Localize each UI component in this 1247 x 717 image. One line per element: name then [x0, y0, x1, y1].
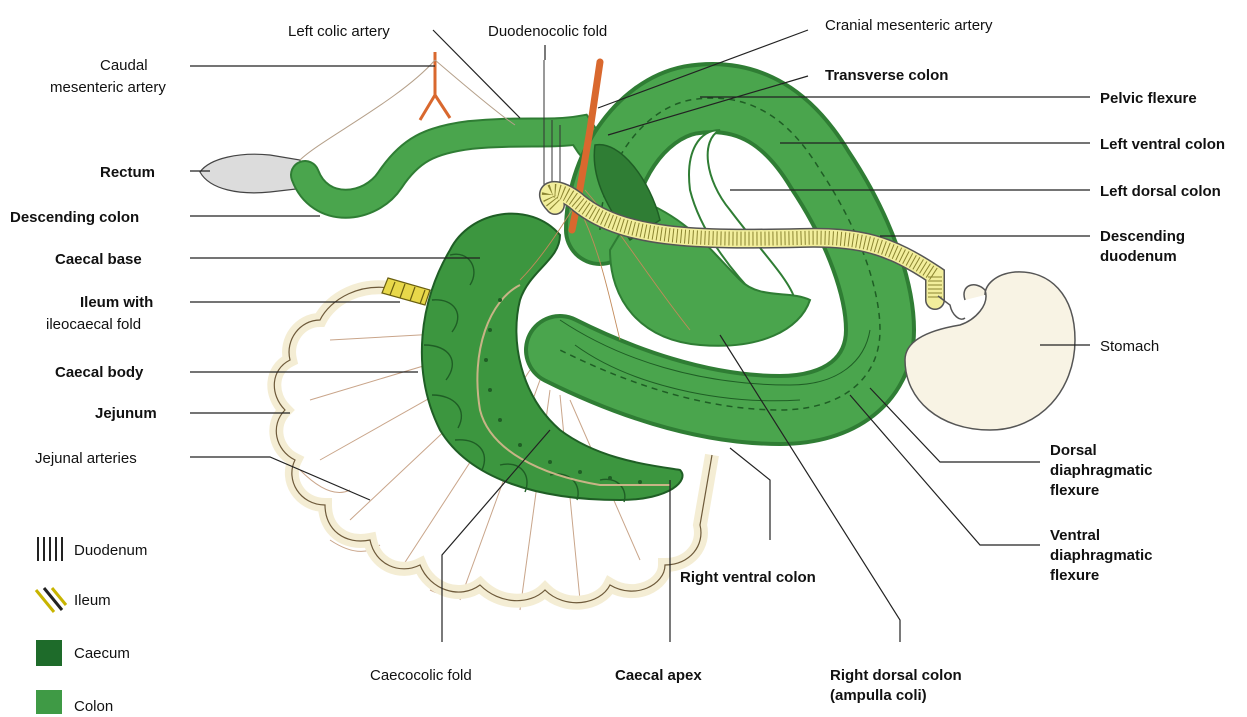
label-caudal-mesenteric-artery-1: Caudal	[100, 57, 148, 74]
label-right-dorsal-colon-1: Right dorsal colon	[830, 667, 962, 684]
legend-label-colon: Colon	[74, 698, 113, 715]
legend-item-ileum: Ileum	[36, 588, 111, 612]
label-duodenocolic-fold: Duodenocolic fold	[488, 23, 607, 40]
legend-label-caecum: Caecum	[74, 645, 130, 662]
label-dorsal-flexure-2: diaphragmatic	[1050, 462, 1153, 479]
rectum	[200, 154, 305, 193]
label-right-dorsal-colon-2: (ampulla coli)	[830, 687, 927, 704]
label-dorsal-flexure-3: flexure	[1050, 482, 1099, 499]
ileum-swatch	[36, 588, 66, 612]
label-caecocolic-fold: Caecocolic fold	[370, 667, 472, 684]
label-caecal-apex: Caecal apex	[615, 667, 702, 684]
legend-label-ileum: Ileum	[74, 592, 111, 609]
label-left-dorsal-colon: Left dorsal colon	[1100, 183, 1221, 200]
label-cranial-mesenteric-artery: Cranial mesenteric artery	[825, 17, 993, 34]
duodenum-swatch	[38, 537, 62, 561]
label-ileum-1: Ileum with	[80, 294, 153, 311]
label-descending-colon: Descending colon	[10, 209, 139, 226]
label-left-colic-artery: Left colic artery	[288, 23, 390, 40]
label-rectum: Rectum	[100, 164, 155, 181]
label-stomach: Stomach	[1100, 338, 1159, 355]
label-transverse-colon: Transverse colon	[825, 67, 948, 84]
legend-item-caecum: Caecum	[36, 640, 130, 666]
label-ventral-flexure-3: flexure	[1050, 567, 1099, 584]
label-descending-duodenum-1: Descending	[1100, 228, 1185, 245]
label-ventral-flexure-2: diaphragmatic	[1050, 547, 1153, 564]
label-jejunum: Jejunum	[95, 405, 157, 422]
caecum-swatch	[36, 640, 62, 666]
label-left-ventral-colon: Left ventral colon	[1100, 136, 1225, 153]
legend-label-duodenum: Duodenum	[74, 542, 147, 559]
label-caecal-body: Caecal body	[55, 364, 144, 381]
ileum	[382, 278, 430, 305]
label-right-ventral-colon: Right ventral colon	[680, 569, 816, 586]
label-jejunal-arteries: Jejunal arteries	[35, 450, 137, 467]
label-dorsal-flexure-1: Dorsal	[1050, 442, 1097, 459]
label-descending-duodenum-2: duodenum	[1100, 248, 1177, 265]
legend-item-colon: Colon	[36, 690, 113, 715]
label-ileum-2: ileocaecal fold	[46, 316, 141, 333]
legend-item-duodenum: Duodenum	[38, 537, 147, 561]
colon-swatch	[36, 690, 62, 714]
label-pelvic-flexure: Pelvic flexure	[1100, 90, 1197, 107]
label-caudal-mesenteric-artery-2: mesenteric artery	[50, 79, 166, 96]
legend: Duodenum Ileum Caecum Colon	[36, 537, 147, 715]
label-ventral-flexure-1: Ventral	[1050, 527, 1100, 544]
label-caecal-base: Caecal base	[55, 251, 142, 268]
